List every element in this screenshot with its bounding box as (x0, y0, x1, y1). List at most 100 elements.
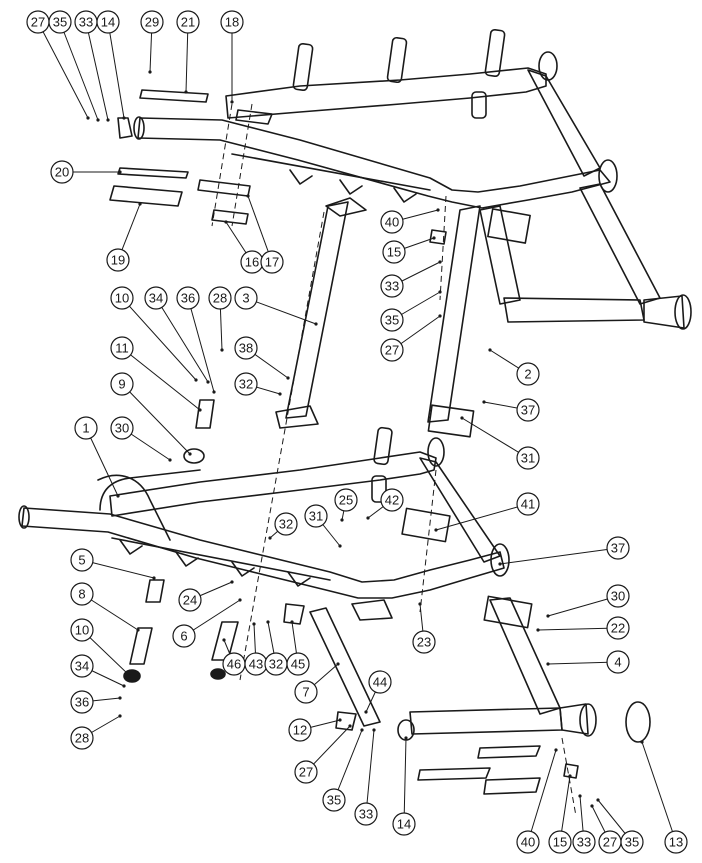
callout-circle (220, 10, 244, 34)
callout-number: 21 (181, 15, 195, 30)
callout-16: 16 (224, 220, 264, 274)
callout-leader (187, 297, 215, 393)
callout-number: 44 (373, 675, 387, 690)
leader-dot (404, 736, 408, 740)
lower-side-tube (21, 507, 505, 599)
leader-dot (436, 208, 440, 212)
callout-32: 32 (268, 512, 298, 540)
callout-22: 22 (536, 616, 630, 640)
leader-dot (246, 194, 250, 198)
diagonal-brace (285, 201, 349, 419)
leader-dot (168, 458, 172, 462)
lower-bottom-tube (559, 703, 589, 735)
callout-10: 10 (70, 618, 132, 678)
callout-number: 32 (239, 377, 253, 392)
callout-number: 41 (521, 497, 535, 512)
callout-number: 34 (149, 291, 163, 306)
leader-dot (498, 562, 502, 566)
leader-dot (460, 416, 464, 420)
leader-dot (220, 348, 224, 352)
callout-circle (380, 338, 404, 362)
washer-10b (123, 669, 141, 683)
lower-hook-set-2 (477, 745, 541, 759)
callout-4: 4 (546, 650, 630, 674)
callout-circle (380, 210, 404, 234)
plate-rear-bottom (674, 294, 692, 330)
callout-38: 38 (234, 336, 290, 380)
callout-circle (606, 536, 630, 560)
callout-circle (516, 446, 540, 470)
callout-circle (50, 160, 74, 184)
callout-number: 35 (327, 793, 341, 808)
callout-leader (547, 595, 619, 617)
leader-dot (482, 400, 486, 404)
callout-number: 14 (101, 15, 115, 30)
lower-diagonal-top (351, 599, 393, 621)
callout-leader (499, 547, 619, 565)
callout-36: 36 (176, 286, 216, 394)
callout-number: 33 (79, 15, 93, 30)
callout-9: 9 (110, 372, 192, 456)
callout-circle (140, 10, 164, 34)
callout-number: 43 (249, 657, 263, 672)
callout-circle (368, 670, 392, 694)
ring-13 (625, 701, 651, 743)
washer-9 (183, 448, 205, 464)
callout-14: 14 (96, 10, 126, 120)
callout-circle (260, 250, 284, 274)
callout-15: 15 (382, 236, 436, 264)
callout-number: 37 (611, 541, 625, 556)
callout-number: 25 (339, 493, 353, 508)
leader-dot (152, 576, 156, 580)
leader-dot (546, 662, 550, 666)
callout-46: 46 (222, 638, 246, 676)
callout-23: 23 (412, 602, 436, 654)
callout-leader (435, 503, 529, 531)
leader-dot (364, 710, 368, 714)
callout-leader (185, 21, 189, 93)
plate-lower-top (427, 437, 445, 467)
callout-27: 27 (294, 724, 352, 784)
lower-side-plate (483, 595, 533, 629)
callout-number: 22 (611, 621, 625, 636)
callout-36: 36 (70, 690, 122, 714)
callout-leader (333, 729, 363, 801)
leader-dot (184, 90, 188, 94)
callout-number: 15 (387, 245, 401, 260)
plate-lower-bottom (579, 703, 597, 737)
callout-circle (380, 274, 404, 298)
callout-30: 30 (110, 416, 172, 462)
leader-dot (230, 580, 234, 584)
callout-number: 20 (55, 165, 69, 180)
diagonal-brace-foot (275, 405, 319, 429)
callout-18: 18 (220, 10, 244, 104)
lower-mount-plate (401, 507, 451, 543)
callout-circle (74, 416, 98, 440)
leader-dot (116, 494, 120, 498)
callout-31: 31 (304, 504, 342, 548)
callout-number: 27 (299, 765, 313, 780)
lower-rear-rail (109, 451, 437, 517)
callout-circle (234, 336, 258, 360)
leader-dot (86, 116, 90, 120)
leader-dot (238, 598, 242, 602)
leader-dot (194, 378, 198, 382)
callout-circle (70, 690, 94, 714)
lower-hook-set (417, 767, 491, 781)
callout-number: 1 (82, 421, 89, 436)
leader-dot (290, 620, 294, 624)
leader-dot (106, 118, 110, 122)
callout-6: 6 (172, 598, 242, 648)
callout-8: 8 (70, 582, 140, 632)
callout-circle (144, 286, 168, 310)
callout-28: 28 (70, 714, 122, 750)
callout-circle (664, 830, 688, 854)
callout-leader (537, 627, 619, 631)
callout-number: 27 (31, 15, 45, 30)
bar-21 (139, 89, 209, 103)
callout-circle (110, 286, 134, 310)
washer-46 (210, 668, 226, 680)
callout-number: 42 (385, 493, 399, 508)
